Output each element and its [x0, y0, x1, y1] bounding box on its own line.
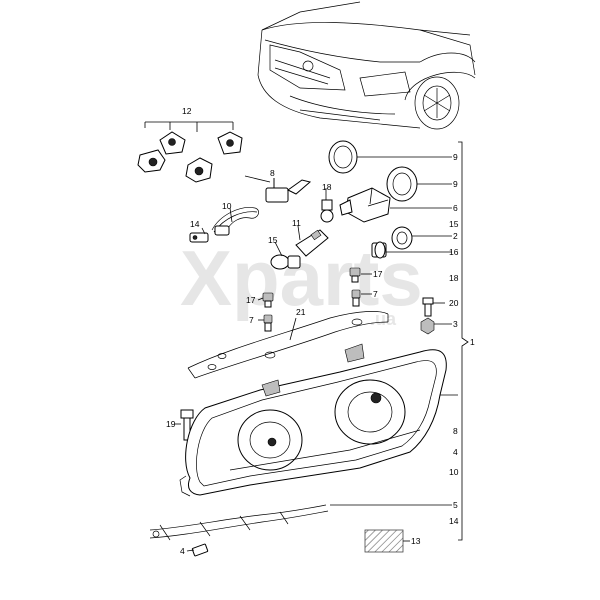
nut-17a-icon — [349, 267, 361, 283]
headlight-assembly-icon — [179, 343, 447, 497]
group-bracket-1 — [458, 141, 469, 541]
callout-7b: 7 — [373, 289, 378, 299]
callout-17b: 17 — [373, 269, 383, 279]
callout-10: 10 — [222, 201, 232, 211]
bulb-18-icon — [320, 199, 334, 223]
wiring-loop-10-icon — [211, 207, 259, 236]
callout-13: 13 — [411, 536, 421, 546]
callout-labels: 12 8 18 10 11 14 15 17 17 7 7 21 19 4 13… — [166, 106, 475, 556]
callout-4b: 4 — [453, 447, 458, 457]
leader-lines — [175, 156, 458, 552]
callout-1: 1 — [470, 337, 475, 347]
callout-12: 12 — [182, 106, 192, 116]
level-motor-6-icon — [339, 187, 391, 223]
callout-15b: 15 — [449, 219, 459, 229]
bulb-16-icon — [371, 241, 387, 259]
bulb-2-icon — [391, 226, 413, 250]
callout-11: 11 — [292, 218, 301, 228]
seal-ring-9a-icon — [328, 140, 358, 174]
connector-4-icon — [191, 543, 209, 557]
screw-19-icon — [180, 409, 194, 441]
callout-16: 16 — [449, 247, 459, 257]
car-outline-icon — [257, 1, 476, 130]
callout-9b: 9 — [453, 179, 458, 189]
bracket-group-12 — [137, 121, 243, 183]
bulb-socket-11-icon — [295, 229, 329, 257]
connector-14-icon — [189, 232, 209, 243]
callout-8b: 8 — [453, 426, 458, 436]
callout-20: 20 — [449, 298, 459, 308]
callout-19: 19 — [166, 419, 176, 429]
callout-18a: 18 — [322, 182, 332, 192]
screw-7a-icon — [351, 289, 361, 307]
screw-7b-icon — [263, 314, 273, 332]
callout-10b: 10 — [449, 467, 459, 477]
callout-17a: 17 — [246, 295, 256, 305]
nut-3-icon — [420, 317, 435, 335]
callout-7a: 7 — [249, 315, 254, 325]
callout-4a: 4 — [180, 546, 185, 556]
nut-17b-icon — [262, 292, 274, 308]
wiring-harness-5-icon — [149, 504, 329, 541]
callout-3: 3 — [453, 319, 458, 329]
watermark-sub: .ua — [370, 309, 397, 329]
sealing-strip-21-icon — [187, 311, 389, 379]
bulb-15-icon — [270, 254, 301, 270]
callout-18b: 18 — [449, 273, 459, 283]
callout-8: 8 — [270, 168, 275, 178]
callout-15a: 15 — [268, 235, 278, 245]
callout-2: 2 — [453, 231, 458, 241]
connector-8-icon — [265, 178, 312, 203]
callout-9a: 9 — [453, 152, 458, 162]
seal-ring-9b-icon — [386, 166, 418, 202]
callout-6: 6 — [453, 203, 458, 213]
callout-21: 21 — [296, 307, 306, 317]
callout-5: 5 — [453, 500, 458, 510]
hatched-sticker-13-icon — [364, 529, 404, 553]
callout-14b: 14 — [449, 516, 459, 526]
callout-14a: 14 — [190, 219, 200, 229]
screw-20-icon — [422, 297, 434, 317]
